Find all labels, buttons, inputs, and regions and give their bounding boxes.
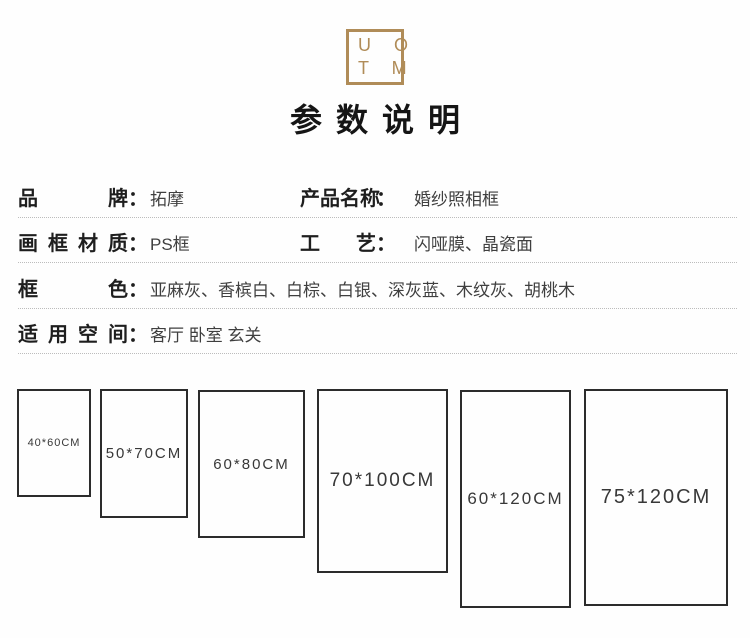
- spec-value-brand: 拓摩: [150, 189, 184, 209]
- spec-label-frame-color: 框色: [18, 278, 128, 301]
- size-box-75x120: 75*120CM: [584, 389, 728, 606]
- spec-cell-craft: 工艺： 闪哑膜、晶瓷面: [300, 227, 737, 256]
- spec-value-product-name: 婚纱照相框: [414, 189, 499, 209]
- size-box-50x70: 50*70CM: [100, 389, 188, 518]
- spec-colon: ：: [128, 278, 148, 301]
- spec-label-craft: 工艺: [300, 233, 376, 255]
- size-box-60x80: 60*80CM: [198, 390, 305, 538]
- header: U O T M 参数说明: [0, 0, 750, 141]
- size-box-40x60: 40*60CM: [17, 389, 91, 497]
- size-box-70x100: 70*100CM: [317, 389, 448, 573]
- spec-row-brand-name: 品牌：拓摩 产品名称：婚纱照相框: [18, 172, 737, 218]
- spec-cell-frame-color: 框色：亚麻灰、香槟白、白棕、白银、深灰蓝、木纹灰、胡桃木: [18, 273, 737, 302]
- spec-label-brand: 品牌: [18, 187, 128, 210]
- size-label: 60*120CM: [467, 489, 564, 508]
- spec-value-frame-color: 亚麻灰、香槟白、白棕、白银、深灰蓝、木纹灰、胡桃木: [150, 280, 575, 300]
- size-label: 75*120CM: [600, 486, 712, 508]
- size-box-60x120: 60*120CM: [460, 390, 571, 608]
- spec-value-space: 客厅 卧室 玄关: [150, 326, 262, 345]
- logo-text-line1: U O: [358, 35, 418, 55]
- brand-logo: U O T M: [346, 29, 418, 85]
- size-label: 70*100CM: [329, 470, 436, 491]
- spec-colon: ：: [128, 187, 148, 210]
- spec-cell-product-name: 产品名称： 婚纱照相框: [300, 182, 737, 211]
- spec-label-product-name: 产品名称: [300, 187, 380, 210]
- page-title: 参数说明: [289, 102, 474, 138]
- spec-colon: ：: [128, 233, 148, 255]
- spec-label-material: 画框材质: [18, 233, 128, 255]
- spec-colon: ：: [376, 187, 396, 210]
- spec-cell-space: 适用空间：客厅 卧室 玄关: [18, 318, 737, 347]
- spec-value-craft: 闪哑膜、晶瓷面: [414, 235, 533, 254]
- spec-cell-brand: 品牌：拓摩: [18, 182, 300, 211]
- spec-value-material: PS框: [150, 235, 190, 254]
- size-label: 50*70CM: [105, 445, 183, 462]
- size-label: 60*80CM: [213, 455, 290, 473]
- spec-row-material-craft: 画框材质：PS框 工艺：闪哑膜、晶瓷面: [18, 218, 737, 263]
- spec-colon: ：: [128, 324, 148, 346]
- logo-text-line2: T M: [358, 58, 416, 78]
- spec-label-space: 适用空间: [18, 324, 128, 346]
- spec-colon: ：: [376, 233, 396, 255]
- spec-row-space: 适用空间：客厅 卧室 玄关: [18, 309, 737, 354]
- size-label: 40*60CM: [27, 437, 81, 449]
- spec-cell-material: 画框材质：PS框: [18, 227, 300, 256]
- spec-table: 品牌：拓摩 产品名称：婚纱照相框 画框材质：PS框 工艺：闪哑膜、晶瓷面 框色：…: [18, 172, 737, 354]
- spec-row-frame-color: 框色：亚麻灰、香槟白、白棕、白银、深灰蓝、木纹灰、胡桃木: [18, 263, 737, 309]
